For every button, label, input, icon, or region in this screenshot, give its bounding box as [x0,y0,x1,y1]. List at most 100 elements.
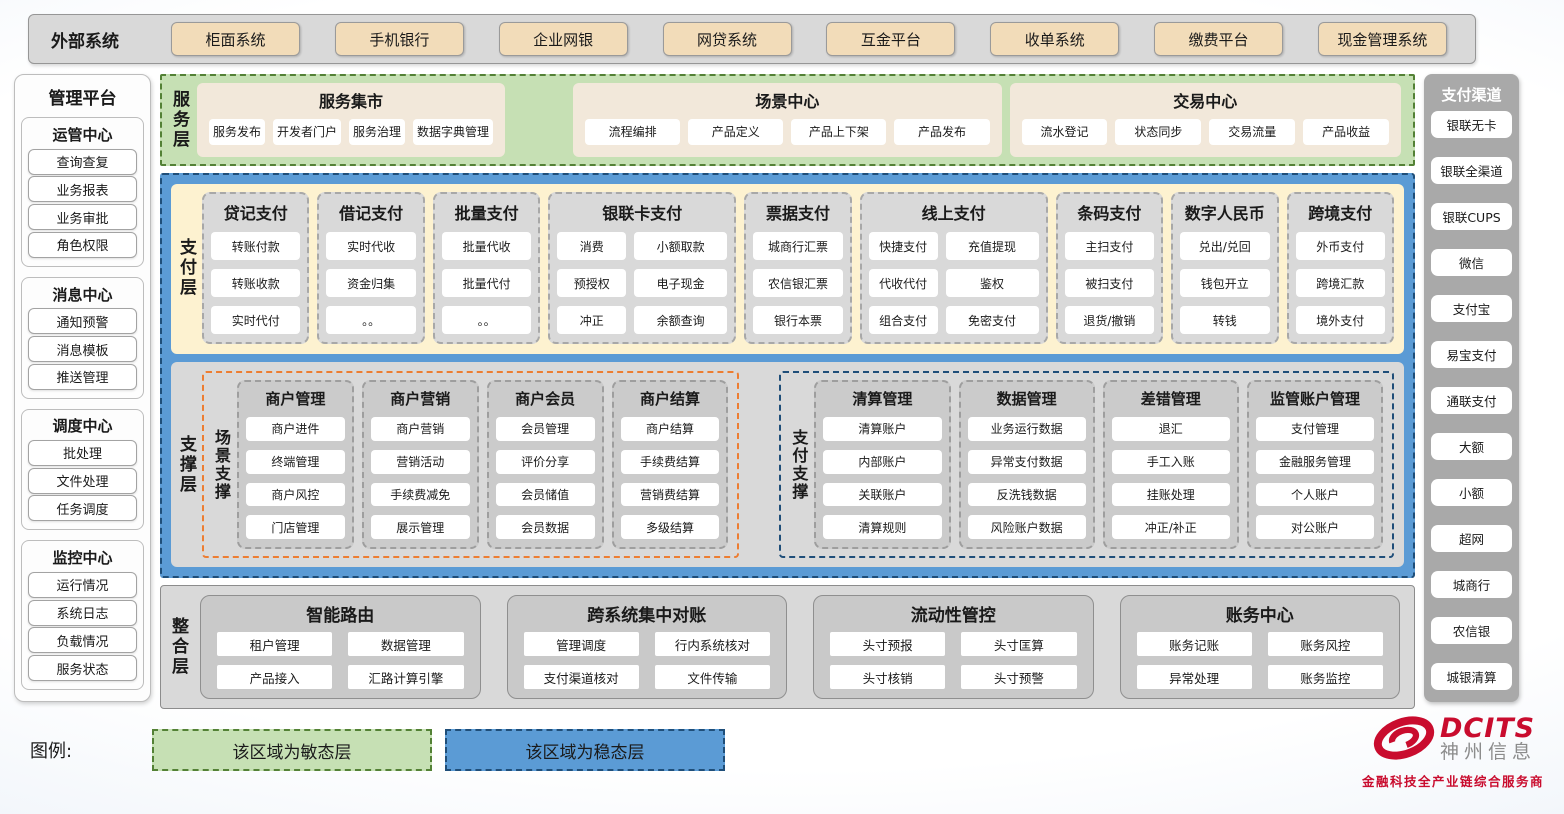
management-item-button[interactable]: 消息模板 [28,336,137,363]
service-item-button[interactable]: 状态同步 [1115,118,1202,145]
payment-item-button[interactable]: 城商行汇票 [753,232,843,260]
support-item-button[interactable]: 展示管理 [370,515,470,539]
service-item-button[interactable]: 流程编排 [585,118,681,145]
integration-item-button[interactable]: 租户管理 [217,632,333,656]
channel-button[interactable]: 城银清算 [1431,663,1512,690]
support-item-button[interactable]: 终端管理 [246,449,345,474]
integration-item-button[interactable]: 头寸匡算 [961,632,1077,656]
support-item-button[interactable]: 多级结算 [620,515,720,539]
payment-item-button[interactable]: 转钱 [1180,306,1270,334]
management-item-button[interactable]: 业务报表 [28,176,137,203]
payment-item-button[interactable]: 小额取款 [634,232,728,260]
payment-item-button[interactable]: 外币支付 [1295,232,1385,260]
management-item-button[interactable]: 通知预警 [28,308,137,335]
integration-item-button[interactable]: 异常处理 [1136,665,1252,689]
external-system-button[interactable]: 柜面系统 [171,22,300,56]
payment-item-button[interactable]: 钱包开立 [1180,269,1270,297]
channel-button[interactable]: 大额 [1431,433,1512,460]
support-item-button[interactable]: 营销费结算 [620,482,720,507]
management-item-button[interactable]: 角色权限 [28,231,137,258]
payment-item-button[interactable]: 鉴权 [945,269,1039,297]
management-item-button[interactable]: 运行情况 [28,571,137,598]
payment-item-button[interactable]: 境外支付 [1295,306,1385,334]
external-system-button[interactable]: 互金平台 [826,22,956,56]
payment-item-button[interactable]: 余额查询 [634,306,728,334]
external-system-button[interactable]: 企业网银 [498,22,628,56]
management-item-button[interactable]: 业务审批 [28,204,137,231]
integration-item-button[interactable]: 行内系统核对 [654,632,770,656]
payment-item-button[interactable]: 银行本票 [753,306,843,334]
channel-button[interactable]: 银联无卡 [1431,111,1512,138]
support-item-button[interactable]: 手续费减免 [370,482,470,507]
support-item-button[interactable]: 支付管理 [1255,417,1375,441]
support-item-button[interactable]: 评价分享 [495,449,595,474]
external-system-button[interactable]: 网贷系统 [662,22,792,56]
service-item-button[interactable]: 数据字典管理 [413,118,494,145]
integration-item-button[interactable]: 管理调度 [523,632,639,656]
payment-item-button[interactable]: 被扫支付 [1064,269,1155,297]
integration-item-button[interactable]: 头寸核销 [830,665,946,689]
integration-item-button[interactable]: 头寸预警 [961,665,1077,689]
support-item-button[interactable]: 门店管理 [246,515,345,539]
external-system-button[interactable]: 缴费平台 [1154,22,1284,56]
integration-item-button[interactable]: 账务监控 [1267,665,1383,689]
management-item-button[interactable]: 文件处理 [28,467,137,494]
support-item-button[interactable]: 商户进件 [246,417,345,441]
payment-item-button[interactable]: 跨境汇款 [1295,269,1385,297]
channel-button[interactable]: 小额 [1431,479,1512,506]
payment-item-button[interactable]: 代收代付 [868,269,938,297]
payment-item-button[interactable]: 电子现金 [634,269,728,297]
payment-item-button[interactable]: 预授权 [557,269,627,297]
channel-button[interactable]: 微信 [1431,249,1512,276]
support-item-button[interactable]: 关联账户 [823,482,942,507]
support-item-button[interactable]: 业务运行数据 [967,417,1086,441]
service-item-button[interactable]: 产品收益 [1303,118,1389,145]
payment-item-button[interactable]: 冲正 [557,306,627,334]
support-item-button[interactable]: 风险账户数据 [967,515,1086,539]
payment-item-button[interactable]: 实时代收 [326,232,416,260]
support-item-button[interactable]: 营销活动 [370,449,470,474]
support-item-button[interactable]: 清算规则 [823,515,942,539]
payment-item-button[interactable]: 实时代付 [211,306,301,334]
external-system-button[interactable]: 收单系统 [990,22,1120,56]
payment-item-button[interactable]: 。。 [441,306,532,334]
integration-item-button[interactable]: 文件传输 [654,665,770,689]
integration-item-button[interactable]: 账务记账 [1136,632,1252,656]
channel-button[interactable]: 超网 [1431,525,1512,552]
channel-button[interactable]: 城商行 [1431,571,1512,598]
channel-button[interactable]: 银联CUPS [1431,203,1512,230]
payment-item-button[interactable]: 批量代付 [441,269,532,297]
integration-item-button[interactable]: 头寸预报 [830,632,946,656]
service-item-button[interactable]: 产品发布 [894,118,990,145]
support-item-button[interactable]: 会员储值 [495,482,595,507]
service-item-button[interactable]: 产品定义 [688,118,784,145]
payment-item-button[interactable]: 主扫支付 [1064,232,1155,260]
channel-button[interactable]: 支付宝 [1431,295,1512,322]
payment-item-button[interactable]: 快捷支付 [868,232,938,260]
integration-item-button[interactable]: 账务风控 [1267,632,1383,656]
payment-item-button[interactable]: 。。 [326,306,416,334]
support-item-button[interactable]: 个人账户 [1255,482,1375,507]
payment-item-button[interactable]: 批量代收 [441,232,532,260]
management-item-button[interactable]: 任务调度 [28,495,137,522]
channel-button[interactable]: 通联支付 [1431,387,1512,414]
management-item-button[interactable]: 推送管理 [28,363,137,390]
payment-item-button[interactable]: 消费 [557,232,627,260]
support-item-button[interactable]: 手工入账 [1111,449,1230,474]
service-item-button[interactable]: 流水登记 [1021,118,1108,145]
support-item-button[interactable]: 商户风控 [246,482,345,507]
integration-item-button[interactable]: 产品接入 [217,665,333,689]
service-item-button[interactable]: 产品上下架 [791,118,887,145]
payment-item-button[interactable]: 退货/撤销 [1064,306,1155,334]
support-item-button[interactable]: 异常支付数据 [967,449,1086,474]
management-item-button[interactable]: 负载情况 [28,627,137,654]
management-item-button[interactable]: 查询查复 [28,148,137,175]
management-item-button[interactable]: 批处理 [28,439,137,466]
support-item-button[interactable]: 商户结算 [620,417,720,441]
payment-item-button[interactable]: 组合支付 [868,306,938,334]
support-item-button[interactable]: 清算账户 [823,417,942,441]
payment-item-button[interactable]: 免密支付 [945,306,1039,334]
support-item-button[interactable]: 会员数据 [495,515,595,539]
integration-item-button[interactable]: 支付渠道核对 [523,665,639,689]
support-item-button[interactable]: 会员管理 [495,417,595,441]
